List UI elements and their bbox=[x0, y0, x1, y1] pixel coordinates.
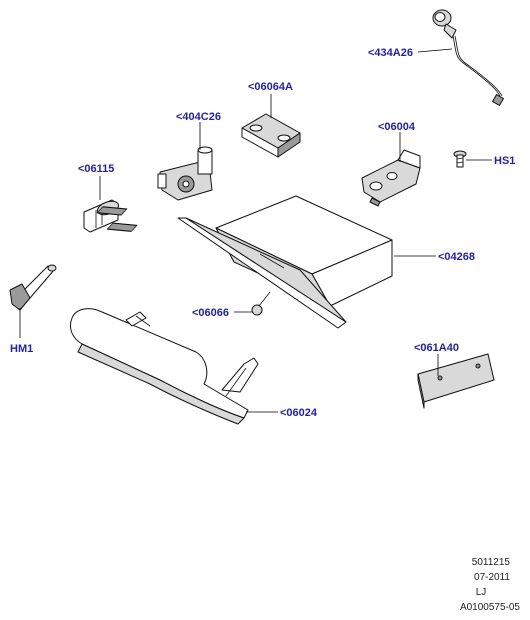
part-06004-lock[interactable] bbox=[361, 149, 421, 207]
drawing-date: 07-2011 bbox=[474, 572, 510, 583]
callout-061A40[interactable]: <061A40 bbox=[414, 342, 459, 354]
leader-434A26 bbox=[417, 48, 453, 53]
part-HM1-handle[interactable] bbox=[9, 264, 57, 311]
illustration-ref: A0100575-05 bbox=[459, 602, 520, 613]
drawing-number: 5011215 bbox=[471, 557, 510, 568]
callout-06115[interactable]: <06115 bbox=[78, 163, 114, 175]
part-06024-glovebox-door[interactable] bbox=[69, 308, 259, 425]
part-04268-glovebox-bin[interactable] bbox=[96, 195, 393, 329]
callout-HM1[interactable]: HM1 bbox=[10, 343, 33, 355]
part-404C26-damper[interactable] bbox=[157, 146, 213, 201]
part-06064A-latch[interactable] bbox=[241, 113, 301, 158]
part-06066-pin[interactable] bbox=[251, 291, 271, 316]
part-HS1-screw[interactable] bbox=[453, 150, 467, 168]
callout-HS1[interactable]: HS1 bbox=[494, 155, 515, 167]
callout-434A26[interactable]: <434A26 bbox=[368, 47, 413, 59]
part-061A40-trim-panel[interactable] bbox=[417, 353, 495, 409]
callout-06066[interactable]: <06066 bbox=[192, 307, 229, 319]
callout-06064A[interactable]: <06064A bbox=[248, 81, 293, 93]
callout-06004[interactable]: <06004 bbox=[378, 121, 416, 133]
callout-04268[interactable]: <04268 bbox=[438, 251, 475, 263]
model-code: LJ bbox=[475, 587, 487, 598]
callout-404C26[interactable]: <404C26 bbox=[176, 111, 221, 123]
part-434A26-lamp-cable[interactable] bbox=[432, 9, 504, 106]
drawing-info-block: 5011215 07-2011 LJ A0100575-05 bbox=[420, 555, 520, 615]
callout-06024[interactable]: <06024 bbox=[280, 407, 318, 419]
